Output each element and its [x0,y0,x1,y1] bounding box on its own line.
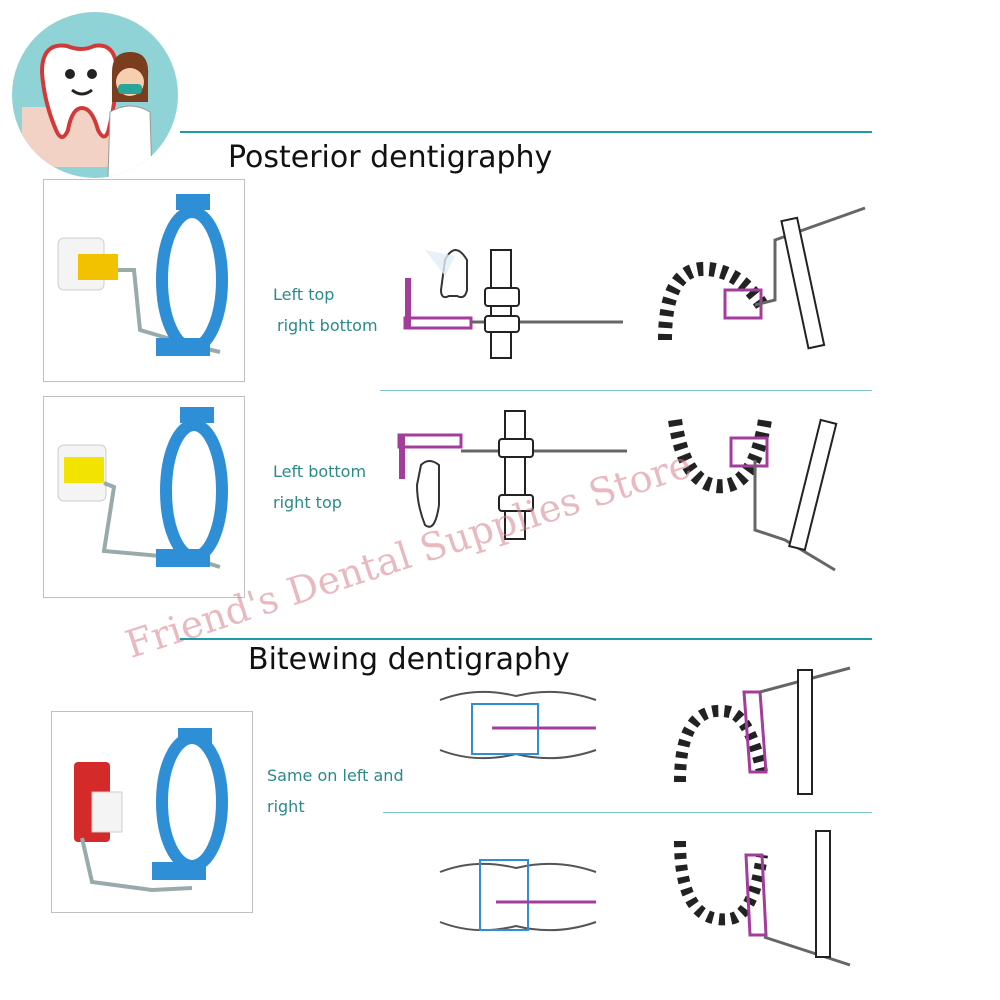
diagram-bitewing-2-teeth [439,859,597,932]
label-same-left-right: Same on left and right [267,760,404,822]
brand-logo [12,12,178,178]
diagram-bitewing-1-arch [674,666,851,795]
label-line: right bottom [277,316,378,335]
section-divider-bitewing [180,638,872,640]
diagram-posterior-2-side [397,410,627,540]
diagram-posterior-2-arch [668,418,838,572]
row-divider-1 [380,390,872,391]
section-title-bitewing: Bitewing dentigraphy [248,642,570,677]
diagram-posterior-1-arch [658,206,866,350]
dentist-avatar [107,52,153,178]
product-photo-bitewing [51,711,253,913]
product-photo-posterior-2 [43,396,245,598]
label-line: Same on left and [267,766,404,785]
label-line: right top [273,493,342,512]
row-divider-2 [383,812,872,813]
diagram-bitewing-1-teeth [439,690,597,760]
label-line: right [267,797,305,816]
section-title-posterior: Posterior dentigraphy [228,140,553,175]
label-left-bottom-right-top: Left bottom right top [273,456,366,518]
diagram-bitewing-2-arch [674,830,851,967]
label-left-top-right-bottom: Left top right bottom [273,279,378,341]
diagram-posterior-1-side [403,249,623,359]
label-line: Left bottom [273,462,367,481]
label-line: Left top [273,285,335,304]
section-divider-top [180,131,872,133]
product-photo-posterior-1 [43,179,245,382]
